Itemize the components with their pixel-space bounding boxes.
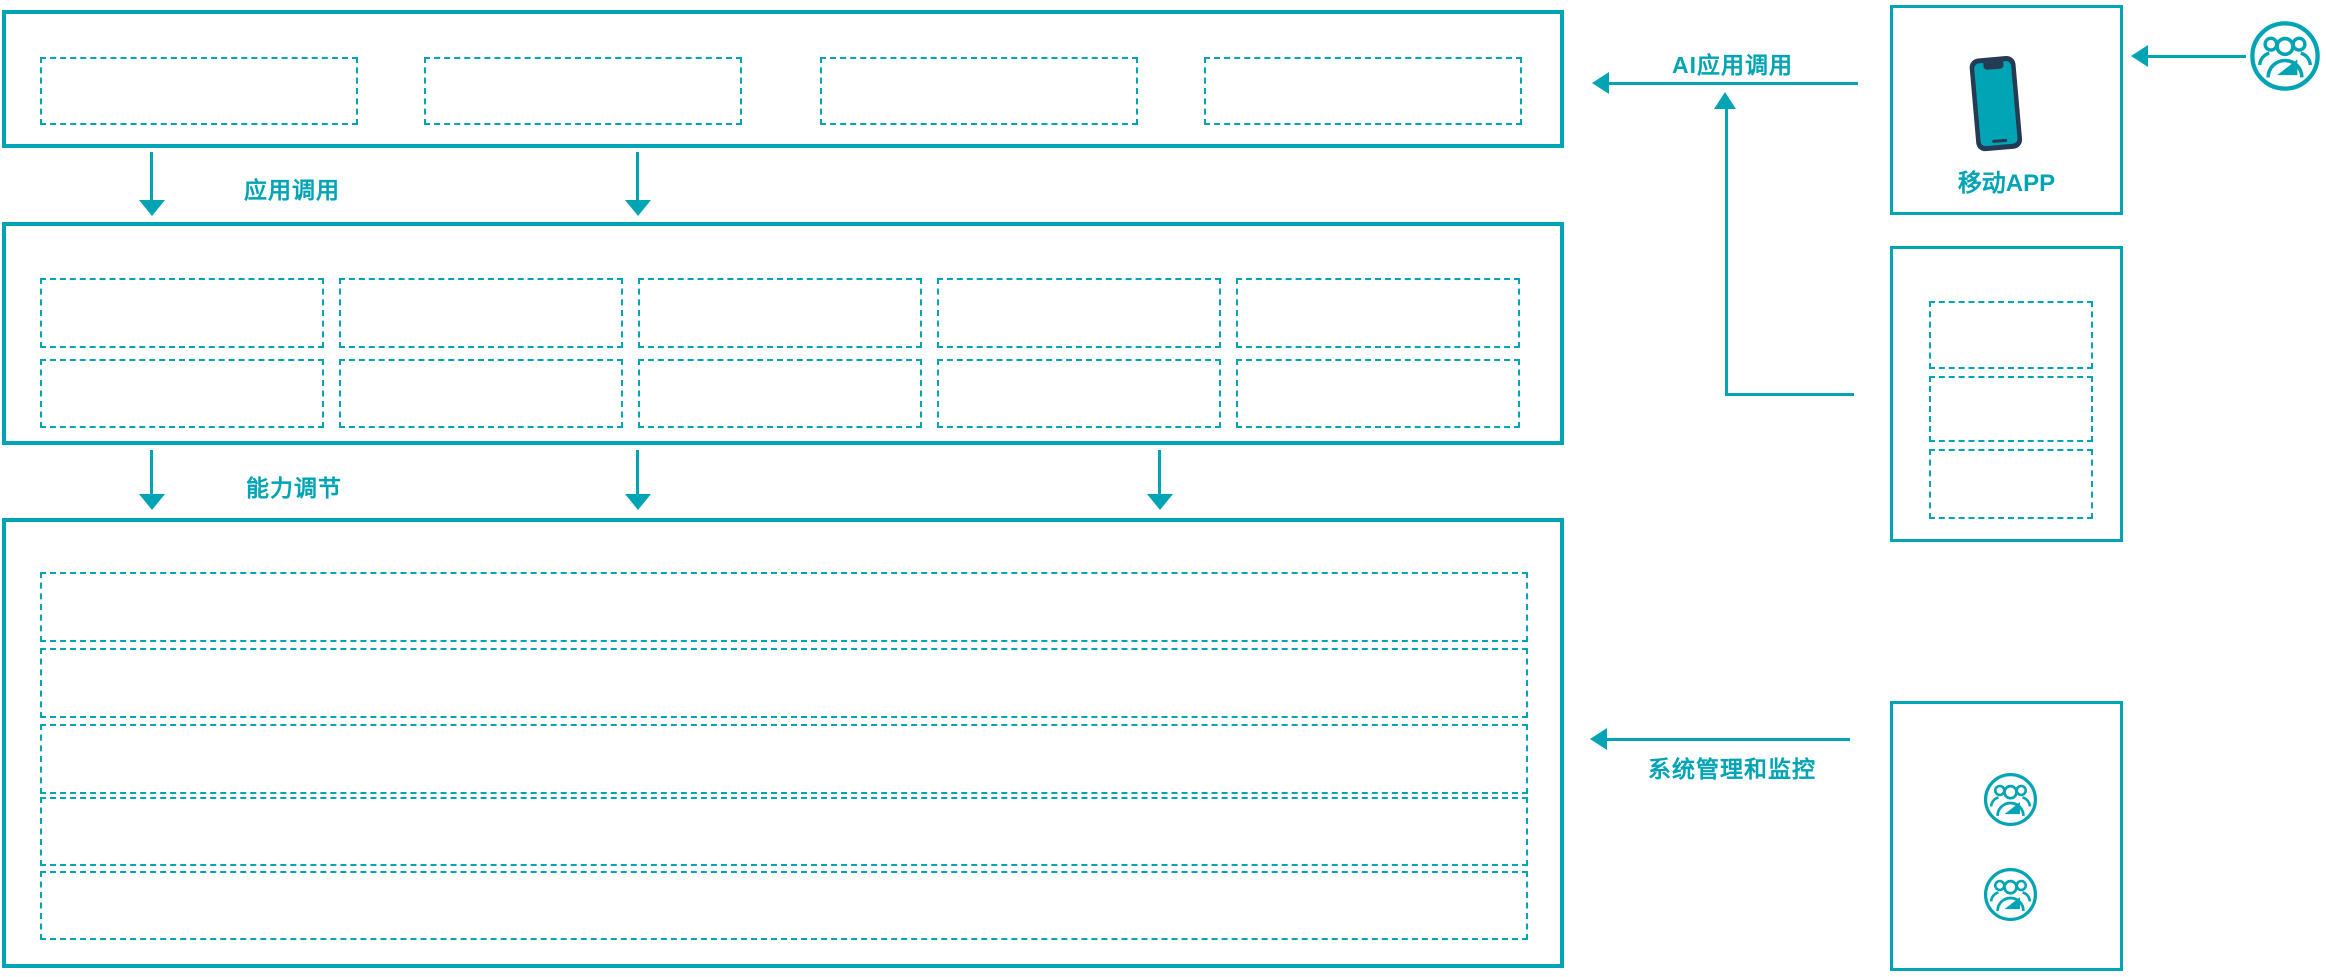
top-layer-container [2, 10, 1564, 148]
arrow-up-icon [1714, 92, 1736, 109]
placeholder-box [424, 57, 742, 125]
arrow-down-icon [625, 494, 651, 510]
arrow-line [1608, 82, 1858, 85]
arrow-down-icon [139, 200, 165, 216]
bottom-layer-container [2, 518, 1564, 968]
placeholder-box [820, 57, 1138, 125]
placeholder-row [40, 724, 1528, 794]
middle-layer-container [2, 222, 1564, 445]
arrow-left-icon [1590, 728, 1607, 750]
arrow-line [636, 152, 639, 202]
placeholder-box [1929, 301, 2093, 369]
arrow-left-icon [2131, 45, 2148, 67]
placeholder-box [1929, 376, 2093, 442]
mobile-app-panel [1890, 5, 2123, 215]
arrow-line [1158, 450, 1161, 496]
placeholder-box [1236, 359, 1520, 428]
arrow-down-icon [625, 200, 651, 216]
placeholder-box [638, 359, 922, 428]
placeholder-row [40, 648, 1528, 718]
connector-line [1725, 393, 1854, 396]
users-icon [1983, 867, 2038, 922]
api-panel [1890, 246, 2123, 542]
arrow-line [1606, 738, 1850, 741]
arrow-down-icon [139, 494, 165, 510]
smartphone-icon [1969, 56, 2023, 152]
placeholder-box [937, 278, 1221, 348]
placeholder-row [40, 797, 1528, 866]
users-icon [1983, 772, 2038, 827]
placeholder-row [40, 572, 1528, 642]
placeholder-box [1204, 57, 1522, 125]
arrow-line [150, 450, 153, 496]
placeholder-box [40, 359, 324, 428]
flow-label-capability-adjust: 能力调节 [246, 475, 342, 501]
arrow-line [636, 450, 639, 496]
mobile-app-label: 移动APP [1957, 170, 2056, 197]
placeholder-box [40, 278, 324, 348]
placeholder-box [1236, 278, 1520, 348]
monitor-panel [1890, 701, 2123, 971]
placeholder-box [1929, 449, 2093, 519]
arrow-down-icon [1147, 494, 1173, 510]
connector-line [1725, 106, 1728, 395]
arrow-left-icon [1592, 72, 1609, 94]
arrow-line [2147, 55, 2246, 58]
placeholder-box [339, 278, 623, 348]
placeholder-box [40, 57, 358, 125]
arrow-line [150, 152, 153, 202]
placeholder-row [40, 871, 1528, 940]
flow-label-ai-app-call: AI应用调用 [1672, 52, 1793, 78]
users-icon [2250, 21, 2320, 91]
placeholder-box [339, 359, 623, 428]
flow-label-app-call: 应用调用 [244, 177, 340, 203]
flow-label-system-management: 系统管理和监控 [1648, 756, 1816, 782]
placeholder-box [937, 359, 1221, 428]
placeholder-box [638, 278, 922, 348]
